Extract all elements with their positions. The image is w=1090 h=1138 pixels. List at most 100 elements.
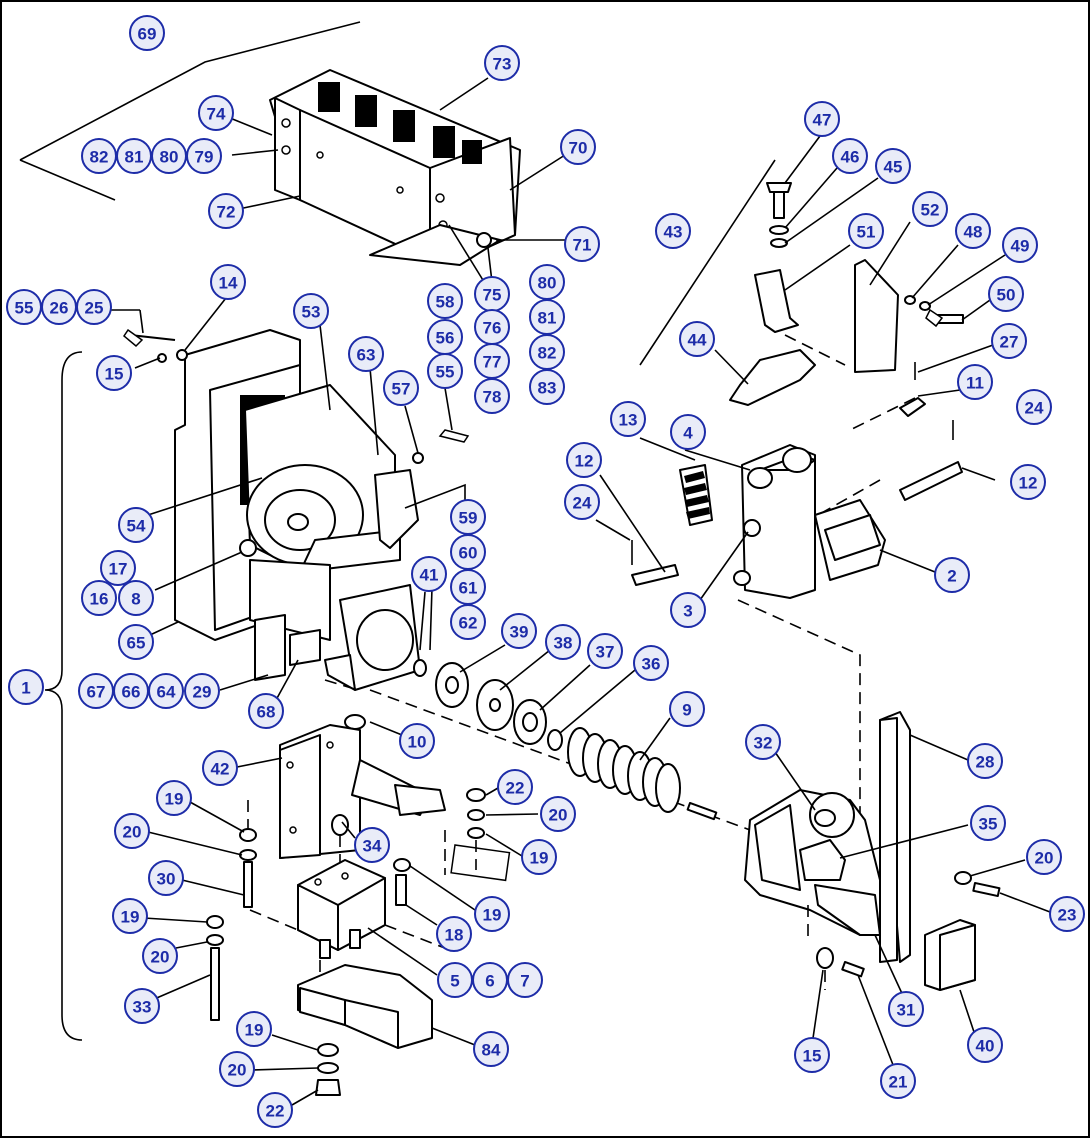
callout-77: 77 xyxy=(474,343,510,379)
callout-23: 23 xyxy=(1049,896,1085,932)
callout-52: 52 xyxy=(912,191,948,227)
callout-20: 20 xyxy=(114,813,150,849)
callout-75: 75 xyxy=(474,276,510,312)
callout-32: 32 xyxy=(745,724,781,760)
main-body xyxy=(44,297,470,1041)
callout-20: 20 xyxy=(1026,839,1062,875)
callout-label: 63 xyxy=(357,346,376,365)
callout-15: 15 xyxy=(794,1037,830,1073)
callout-bubble xyxy=(832,138,868,174)
callout-label: 44 xyxy=(688,331,707,350)
callout-bubble xyxy=(501,613,537,649)
callout-71: 71 xyxy=(564,226,600,262)
callout-36: 36 xyxy=(633,645,669,681)
callout-bubble xyxy=(888,991,924,1027)
callout-12: 12 xyxy=(1010,464,1046,500)
callout-label: 70 xyxy=(569,139,588,158)
callout-6: 6 xyxy=(472,962,508,998)
callout-label: 20 xyxy=(151,948,170,967)
callout-label: 66 xyxy=(122,683,141,702)
callout-label: 20 xyxy=(228,1061,247,1080)
callout-bubble xyxy=(202,750,238,786)
callout-label: 79 xyxy=(195,148,214,167)
callout-21: 21 xyxy=(880,1063,916,1099)
callout-label: 10 xyxy=(408,733,427,752)
callout-bubble xyxy=(81,580,117,616)
callout-31: 31 xyxy=(888,991,924,1027)
callout-bubble xyxy=(804,101,840,137)
callout-bubble xyxy=(560,129,596,165)
callout-66: 66 xyxy=(113,673,149,709)
callout-bubble xyxy=(848,213,884,249)
callout-label: 68 xyxy=(257,703,276,722)
callout-label: 71 xyxy=(573,236,592,255)
callout-38: 38 xyxy=(545,624,581,660)
callout-bubble xyxy=(348,336,384,372)
callout-label: 52 xyxy=(921,201,940,220)
callout-label: 69 xyxy=(138,25,157,44)
callout-82: 82 xyxy=(81,138,117,174)
callout-label: 84 xyxy=(482,1041,501,1060)
linkage-assembly xyxy=(595,389,996,900)
callout-bubble xyxy=(142,938,178,974)
callout-42: 42 xyxy=(202,750,238,786)
callout-9: 9 xyxy=(669,691,705,727)
callout-72: 72 xyxy=(208,193,244,229)
callout-label: 34 xyxy=(363,837,382,856)
callout-label: 47 xyxy=(813,111,832,130)
callout-8: 8 xyxy=(118,580,154,616)
callout-label: 45 xyxy=(884,158,903,177)
callout-bubble xyxy=(521,839,557,875)
callout-label: 65 xyxy=(127,634,146,653)
callout-label: 55 xyxy=(436,363,455,382)
callout-81: 81 xyxy=(116,138,152,174)
callout-58: 58 xyxy=(427,283,463,319)
callout-bubble xyxy=(564,226,600,262)
callout-bubble xyxy=(474,896,510,932)
callout-label: 38 xyxy=(554,634,573,653)
callout-53: 53 xyxy=(293,293,329,329)
callout-47: 47 xyxy=(804,101,840,137)
callout-bubble xyxy=(633,645,669,681)
callout-18: 18 xyxy=(436,916,472,952)
callout-label: 19 xyxy=(530,849,549,868)
callout-label: 67 xyxy=(87,683,106,702)
callout-65: 65 xyxy=(118,624,154,660)
callout-label: 64 xyxy=(157,683,176,702)
callout-label: 3 xyxy=(683,602,692,621)
callout-bubble xyxy=(1010,464,1046,500)
callout-label: 19 xyxy=(121,908,140,927)
callout-label: 77 xyxy=(483,353,502,372)
callout-57: 57 xyxy=(383,370,419,406)
callout-label: 22 xyxy=(266,1102,285,1121)
callout-label: 31 xyxy=(897,1001,916,1020)
callout-24: 24 xyxy=(1016,389,1052,425)
callout-79: 79 xyxy=(186,138,222,174)
callout-bubble xyxy=(529,369,565,405)
callout-bubble xyxy=(100,550,136,586)
callout-label: 75 xyxy=(483,286,502,305)
callout-bubble xyxy=(156,780,192,816)
callout-44: 44 xyxy=(679,321,715,357)
callout-label: 14 xyxy=(219,274,238,293)
callout-19: 19 xyxy=(236,1011,272,1047)
callout-41: 41 xyxy=(411,556,447,592)
callout-label: 82 xyxy=(538,344,557,363)
callout-20: 20 xyxy=(219,1051,255,1087)
callout-bubble xyxy=(248,693,284,729)
callout-13: 13 xyxy=(610,401,646,437)
callout-bubble xyxy=(794,1037,830,1073)
callout-label: 57 xyxy=(392,380,411,399)
callout-bubble xyxy=(148,860,184,896)
callout-bubble xyxy=(257,1092,293,1128)
callout-25: 25 xyxy=(76,289,112,325)
callout-label: 78 xyxy=(483,388,502,407)
callout-67: 67 xyxy=(78,673,114,709)
callout-label: 49 xyxy=(1011,237,1030,256)
callout-label: 81 xyxy=(125,148,144,167)
callout-10: 10 xyxy=(399,723,435,759)
callout-label: 7 xyxy=(520,972,529,991)
callout-bubble xyxy=(198,95,234,131)
